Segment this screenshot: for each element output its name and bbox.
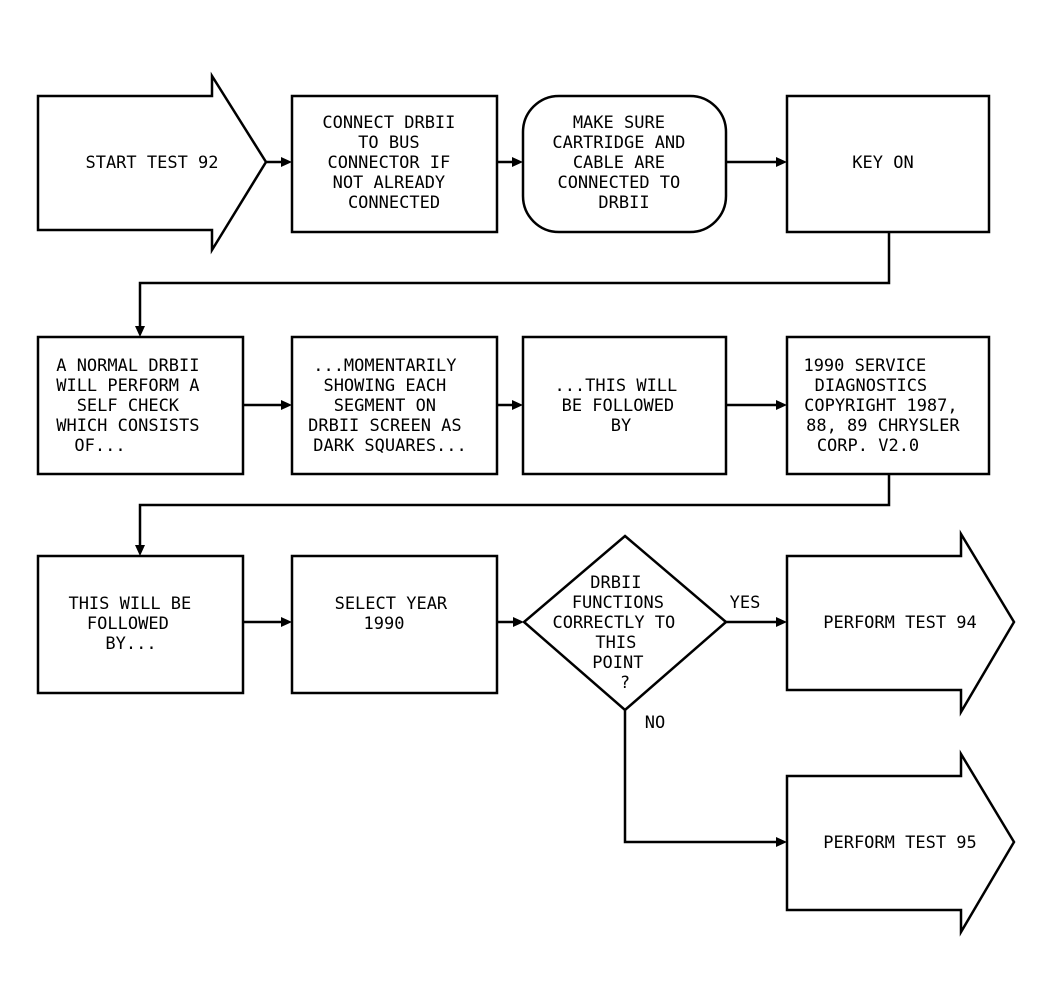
key-on-box bbox=[785, 94, 991, 234]
start-test-92-arrow-shape bbox=[36, 71, 268, 255]
connect-drbii-label: CONNECT DRBII TO BUS CONNECTOR IF NOT AL… bbox=[322, 113, 465, 213]
arrowhead-select-to-decision bbox=[513, 617, 524, 627]
arrowhead-connect-to-make-sure bbox=[512, 157, 523, 167]
normal-drbii-label: A NORMAL DRBII WILL PERFORM A SELF CHECK… bbox=[56, 356, 210, 456]
start-test-92-label: START TEST 92 bbox=[85, 153, 218, 173]
followed-by-label-2: THIS WILL BE FOLLOWED BY... bbox=[68, 594, 201, 654]
select-year-box bbox=[290, 554, 499, 695]
select-year-label: SELECT YEAR 1990 bbox=[335, 594, 458, 634]
connector-service-to-followed-2 bbox=[138, 474, 891, 548]
perform-test-94-arrow-shape bbox=[785, 529, 1016, 717]
decision-label: DRBII FUNCTIONS CORRECTLY TO THIS POINT … bbox=[552, 573, 685, 693]
followed-by-box-1 bbox=[521, 335, 728, 476]
service-diagnostics-label: 1990 SERVICE DIAGNOSTICS COPYRIGHT 1987,… bbox=[803, 356, 969, 456]
arrowhead-followed-to-service bbox=[776, 400, 787, 410]
followed-by-box-2 bbox=[36, 554, 245, 695]
arrowhead-momentarily-to-followed bbox=[512, 400, 523, 410]
make-sure-label: MAKE SURE CARTRIDGE AND CABLE ARE CONNEC… bbox=[552, 113, 695, 213]
arrowhead-start-to-connect bbox=[281, 157, 292, 167]
arrowhead-decision-no bbox=[776, 837, 787, 847]
key-on-label: KEY ON bbox=[852, 153, 913, 173]
perform-test-95-label: PERFORM TEST 95 bbox=[823, 833, 977, 853]
yes-label: YES bbox=[730, 593, 761, 613]
arrowhead-decision-yes bbox=[776, 617, 787, 627]
make-sure-rounded-box bbox=[521, 94, 728, 234]
normal-drbii-box bbox=[36, 335, 245, 476]
arrowhead-make-sure-to-key-on bbox=[776, 157, 787, 167]
connector-key-on-to-normal bbox=[138, 232, 891, 329]
arrowhead-normal-to-momentarily bbox=[281, 400, 292, 410]
no-label: NO bbox=[645, 713, 665, 733]
perform-test-95-arrow-shape bbox=[785, 749, 1016, 937]
momentarily-label: ...MOMENTARILY SHOWING EACH SEGMENT ON D… bbox=[308, 356, 472, 456]
momentarily-box bbox=[290, 335, 499, 476]
service-diagnostics-box bbox=[785, 335, 991, 476]
connector-decision-no bbox=[623, 710, 779, 844]
arrowhead-key-on-to-normal bbox=[135, 326, 145, 337]
connect-drbii-box bbox=[290, 94, 499, 234]
followed-by-label-1: ...THIS WILL BE FOLLOWED BY bbox=[554, 376, 687, 436]
arrowhead-followed-2-to-select bbox=[281, 617, 292, 627]
perform-test-94-label: PERFORM TEST 94 bbox=[823, 613, 977, 633]
arrowhead-service-to-followed-2 bbox=[135, 545, 145, 556]
